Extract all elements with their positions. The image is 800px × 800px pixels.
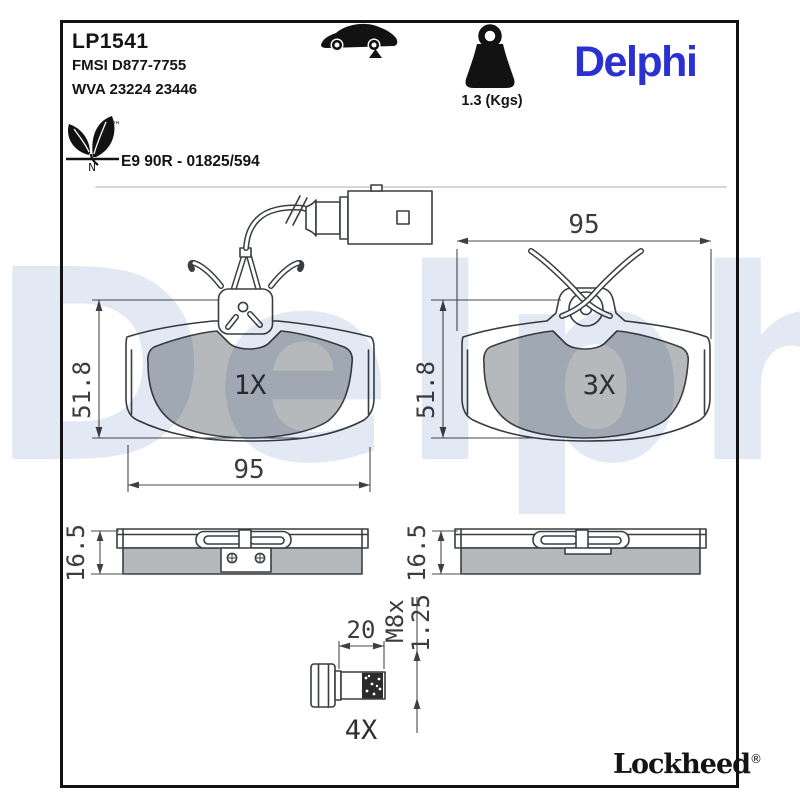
car-rear-axle-icon (321, 23, 398, 58)
thread-lock-patch (362, 672, 383, 699)
lockheed-logo: Lockheed® (613, 749, 762, 780)
dimension-m8-thread: M8x 1.25 (381, 594, 435, 733)
bolt-drawing: 20 M8x 1.25 4X (310, 594, 435, 746)
delphi-logo: Delphi (574, 38, 698, 86)
pad-drawing-plain: 3X 95 51.8 (412, 210, 712, 442)
side-view-left: 16.5 (62, 524, 369, 582)
dimension-51-8-left: 51.8 (68, 299, 303, 439)
pad-drawing-with-sensor: 1X 51.8 95 (68, 184, 433, 492)
pad-quantity-label-1x: 1X (234, 370, 267, 401)
thickness-dim-value: 16.5 (403, 524, 431, 582)
rivet-marks (226, 552, 266, 564)
width-dim-value: 95 (233, 455, 264, 485)
fmsi-code: FMSI D877-7755 (72, 57, 187, 74)
dimension-16-5-right: 16.5 (403, 524, 464, 582)
registered-mark: ® (750, 752, 762, 766)
dimension-16-5-left: 16.5 (62, 524, 126, 582)
dimension-95-right: 95 (456, 210, 712, 339)
dimension-51-8-right: 51.8 (412, 299, 561, 439)
weight-value: 1.3 (Kgs) (461, 93, 523, 109)
side-view-right: 16.5 (403, 524, 707, 582)
wva-code: WVA 23224 23446 (72, 81, 198, 98)
rear-wheel-arrow-icon (369, 49, 382, 58)
eco-letter: N (88, 162, 96, 174)
wear-sensor-wire (239, 184, 433, 258)
length-dim-value: 20 (347, 616, 376, 644)
dimension-20: 20 (338, 616, 385, 669)
pad-quantity-label-3x: 3X (583, 370, 616, 401)
thread-spec-a: M8x (381, 599, 409, 642)
thickness-dim-value: 16.5 (62, 524, 90, 582)
eco-tm-mark: ™ (112, 121, 121, 131)
approval-number: E9 90R - 01825/594 (121, 153, 260, 170)
friction-material (482, 330, 690, 439)
height-dim-value: 51.8 (412, 361, 440, 419)
eco-leaf-icon: N ™ (66, 116, 121, 174)
header-separator (95, 186, 727, 188)
page-border-frame (60, 20, 739, 788)
bolt-quantity-label-4x: 4X (345, 715, 378, 746)
dimension-95-left: 95 (127, 445, 371, 492)
height-dim-value: 51.8 (68, 361, 96, 419)
sensor-connector-plug (347, 184, 433, 245)
part-number: LP1541 (72, 30, 149, 53)
friction-material (146, 330, 354, 439)
width-dim-value: 95 (568, 210, 599, 240)
thread-spec-b: 1.25 (407, 594, 435, 652)
weight-icon (465, 24, 515, 88)
lockheed-wordmark: Lockheed (613, 749, 751, 780)
